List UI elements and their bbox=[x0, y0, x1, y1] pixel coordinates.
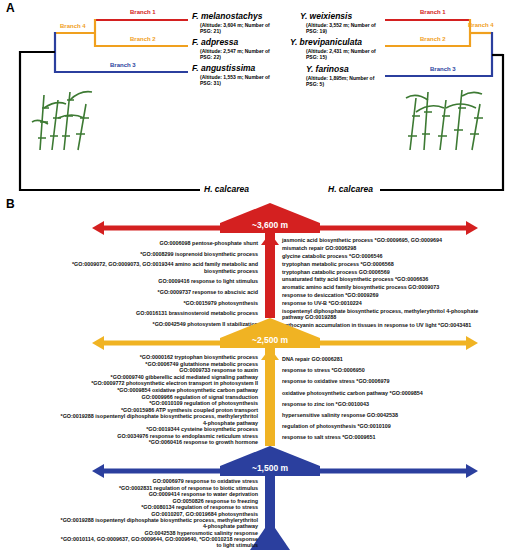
go-term: *GO:0009772 photosynthetic electron tran… bbox=[58, 380, 258, 386]
go-term: *GO:0019344 cysteine biosynthetic proces… bbox=[58, 426, 258, 432]
altitude-label: ~2,500 m bbox=[220, 334, 320, 346]
go-term: GO:0050826 response to freezing bbox=[58, 498, 258, 504]
branch-label: Branch 1 bbox=[420, 9, 446, 16]
go-term: *GO:0002831 regulation of response to bi… bbox=[58, 485, 258, 491]
go-term: DNA repair GO:0006281 bbox=[282, 356, 482, 362]
species-name: Y. farinosa bbox=[306, 65, 349, 75]
cladogram-left bbox=[20, 19, 200, 191]
arrow-shape bbox=[220, 318, 320, 348]
altitude-arrow: ~1,500 m bbox=[220, 446, 320, 476]
go-term: aromatic amino acid family biosynthetic … bbox=[282, 284, 482, 290]
trunk-segment bbox=[265, 233, 275, 318]
species-name: F. adpressa bbox=[192, 38, 238, 48]
cladogram-right bbox=[380, 19, 503, 191]
go-term: GO:0009414 response to water deprivation bbox=[58, 491, 258, 497]
branch-label: Branch 4 bbox=[468, 22, 494, 29]
altitude-arrow: ~3,600 m bbox=[220, 203, 320, 233]
go-term: anthocyanin accumulation in tissues in r… bbox=[282, 322, 482, 328]
species-info: (Altitude: 3,552 m; Number of PSG: 19) bbox=[306, 23, 376, 35]
species-name: Y. brevipaniculata bbox=[290, 38, 362, 48]
go-term: jasmonic acid biosynthetic process *GO:0… bbox=[282, 237, 482, 243]
go-term: *GO:0009737 response to abscisic acid bbox=[58, 289, 258, 295]
go-term: GO:0009966 regulation of signal transduc… bbox=[58, 394, 258, 400]
branch-label: Branch 3 bbox=[110, 62, 136, 69]
arrow-shape bbox=[220, 203, 320, 233]
bamboo-drawing bbox=[32, 92, 92, 150]
go-term: mismatch repair GO:0006298 bbox=[282, 245, 482, 251]
go-term: *GO:0080134 regulation of response to st… bbox=[58, 504, 258, 510]
go-term: GO:0010207, GO:0019684 photosynthesis bbox=[58, 511, 258, 517]
branch-label: Branch 2 bbox=[130, 36, 156, 43]
panel-letter: B bbox=[6, 198, 15, 212]
branch-label: Branch 3 bbox=[430, 66, 456, 73]
go-term: *GO:0010109 regulation of photosynthesis bbox=[58, 400, 258, 406]
go-term: tryptophan catabolic process GO:0006569 bbox=[282, 269, 482, 275]
go-term: *GO:0042549 photosystem II stabilization bbox=[58, 321, 258, 327]
go-term: GO:0006098 pentose-phosphate shunt bbox=[58, 240, 258, 246]
go-term: oxidative photosynthetic carbon pathway … bbox=[282, 390, 482, 396]
altitude-arrow: ~2,500 m bbox=[220, 318, 320, 348]
go-term: *GO:0009072, GO:0009073, GO:0019344 amin… bbox=[58, 261, 258, 273]
species-info: (Altitude: 2,547 m; Number of PSG: 22) bbox=[200, 49, 270, 61]
go-term: GO:0042538 hyperosmotic salinity respons… bbox=[58, 530, 258, 536]
go-term: GO:0016131 brassinosteroid metabolic pro… bbox=[58, 310, 258, 316]
go-term-list: GO:0006979 response to oxidative stress*… bbox=[58, 478, 258, 549]
species-info: (Altitude: 1,895m; Number of PSG: 5) bbox=[306, 76, 376, 88]
altitude-label: ~1,500 m bbox=[220, 462, 320, 474]
panel-letter: A bbox=[6, 2, 15, 16]
go-term: glycine catabolic process *GO:0006546 bbox=[282, 253, 482, 259]
go-term: unsaturated fatty acid biosynthetic proc… bbox=[282, 276, 482, 282]
go-term: GO:0034976 response to endoplasmic retic… bbox=[58, 433, 258, 439]
species-info: (Altitude: 3,604 m; Number of PSG: 21) bbox=[200, 23, 270, 35]
go-term: response to oxidative stress *GO:0006979 bbox=[282, 378, 482, 384]
go-term: regulation of photosynthesis *GO:0010109 bbox=[282, 423, 482, 429]
go-term-list: DNA repair GO:0006281 response to stress … bbox=[282, 356, 482, 441]
altitude-label: ~3,600 m bbox=[220, 219, 320, 231]
go-term: GO:0009733 response to auxin bbox=[58, 367, 258, 373]
go-term: tryptophan metabolic process *GO:0006568 bbox=[282, 261, 482, 267]
branch-label: Branch 1 bbox=[130, 9, 156, 16]
go-term: response to UV-B *GO:0010224 bbox=[282, 300, 482, 306]
branch-label: Branch 4 bbox=[60, 23, 86, 30]
species-info: (Altitude: 1,553 m; Number of PSG: 31) bbox=[200, 75, 270, 87]
arrow-shape bbox=[220, 446, 320, 476]
go-term: *GO:0009740 gibberellic acid mediated si… bbox=[58, 374, 258, 380]
species-name: Y. weixiensis bbox=[300, 12, 352, 22]
go-term: isopentenyl diphosphate biosynthetic pro… bbox=[282, 308, 482, 320]
go-term: *GO:0019288 isopentenyl diphosphate bios… bbox=[58, 517, 258, 529]
go-term: response to salt stress *GO:0009651 bbox=[282, 434, 482, 440]
go-term: *GO:0015979 photosynthesis bbox=[58, 300, 258, 306]
go-term: *GO:0009854 oxidative photosynthetic car… bbox=[58, 387, 258, 393]
go-term: GO:0006979 response to oxidative stress bbox=[58, 478, 258, 484]
go-term: GO:0009416 response to light stimulus bbox=[58, 278, 258, 284]
bamboo-drawing bbox=[406, 90, 483, 150]
go-term: hypersensitive salinity response GO:0042… bbox=[282, 412, 482, 418]
species-name: H. calcarea bbox=[328, 185, 373, 195]
go-term: *GO:0015986 ATP synthesis coupled proton… bbox=[58, 407, 258, 413]
go-term: response to desiccation *GO:0009269 bbox=[282, 292, 482, 298]
species-name: F. melanostachys bbox=[192, 12, 262, 22]
go-term: *GO:0060416 response to growth hormone bbox=[58, 439, 258, 445]
go-term: *GO:0019288 isopentenyl diphosphate bios… bbox=[58, 413, 258, 425]
go-term: response to stress *GO:0006950 bbox=[282, 367, 482, 373]
go-term: response to zinc ion *GO:0010043 bbox=[282, 401, 482, 407]
go-term-list: GO:0006098 pentose-phosphate shunt *GO:00… bbox=[58, 240, 258, 327]
trunk-segment bbox=[265, 348, 275, 446]
species-name: F. angustissima bbox=[192, 64, 255, 74]
go-term: *GO:0010114, GO:0009637, GO:0009644, GO:… bbox=[58, 536, 258, 548]
go-term-list: *GO:0000162 tryptophan biosynthetic proc… bbox=[58, 354, 258, 446]
branch-label: Branch 2 bbox=[420, 36, 446, 43]
go-term-list: jasmonic acid biosynthetic process *GO:0… bbox=[282, 237, 482, 328]
species-info: (Altitude: 2,431 m; Number of PSG: 15) bbox=[306, 49, 376, 61]
go-term: *GO:0008299 isoprenoid biosynthetic proc… bbox=[58, 251, 258, 257]
species-name: H. calcarea bbox=[204, 185, 249, 195]
go-term: *GO:0000162 tryptophan biosynthetic proc… bbox=[58, 354, 258, 360]
go-term: *GO:0006749 glutathione metabolic proces… bbox=[58, 361, 258, 367]
